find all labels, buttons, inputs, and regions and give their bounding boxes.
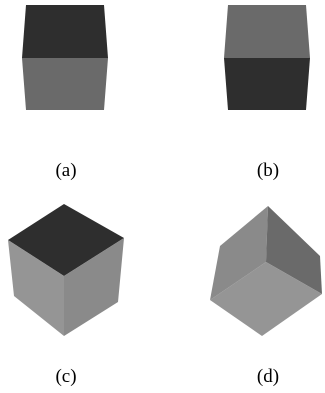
caption-d: (d) <box>256 366 280 387</box>
cube-d-upper-right-face <box>266 206 322 294</box>
cube-b <box>224 5 310 110</box>
cube-c-right-face <box>64 238 124 336</box>
cube-a-top-face <box>22 5 108 58</box>
cube-c <box>8 204 124 336</box>
cube-d-bottom-face <box>210 262 322 336</box>
caption-a: (a) <box>55 160 77 181</box>
caption-b: (b) <box>256 160 280 181</box>
cube-d-upper-left-face <box>210 206 268 300</box>
cube-d <box>210 206 322 336</box>
cube-a-front-face <box>22 58 108 110</box>
cube-b-front-face <box>224 58 310 110</box>
cube-a <box>22 5 108 110</box>
caption-c: (c) <box>55 366 77 387</box>
cube-c-left-face <box>8 240 64 336</box>
cube-b-top-face <box>224 5 310 58</box>
cube-c-top-face <box>8 204 124 276</box>
